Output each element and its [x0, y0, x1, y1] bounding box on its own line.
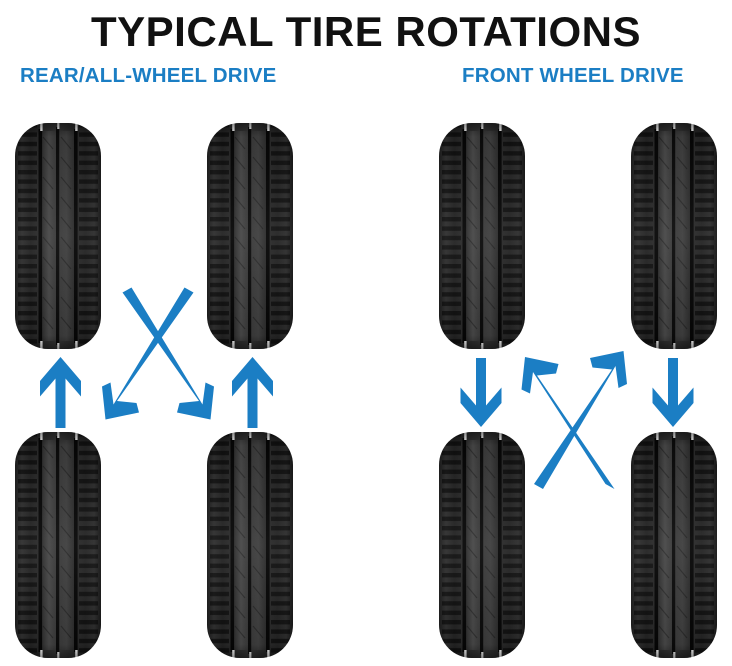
arrow-rear-awd-front-right-to-rear-left [102, 287, 194, 420]
page-title: TYPICAL TIRE ROTATIONS [90, 8, 641, 55]
diagram-label-front-wheel-drive: FRONT WHEEL DRIVE [462, 64, 684, 87]
arrow-rear-awd-rear-right-to-front-right [232, 357, 273, 428]
tire-fwd-front-left [439, 123, 525, 349]
arrow-fwd-rear-left-to-front-right [534, 351, 627, 489]
tire-rear-awd-front-left [15, 123, 101, 349]
arrow-rear-awd-rear-left-to-front-left [40, 357, 81, 428]
arrow-fwd-front-left-to-rear-left [460, 358, 502, 427]
tire-fwd-front-right [631, 123, 717, 349]
arrow-fwd-rear-right-to-front-left [521, 357, 615, 489]
tire-fwd-rear-left [439, 432, 525, 658]
arrow-fwd-front-right-to-rear-right [652, 358, 694, 427]
arrow-rear-awd-front-left-to-rear-right [122, 287, 214, 420]
tire-fwd-rear-right [631, 432, 717, 658]
tire-rear-awd-front-right [207, 123, 293, 349]
diagram-label-rear-all-wheel-drive: REAR/ALL-WHEEL DRIVE [20, 64, 277, 87]
tire-rear-awd-rear-left [15, 432, 101, 658]
tire-rear-awd-rear-right [207, 432, 293, 658]
